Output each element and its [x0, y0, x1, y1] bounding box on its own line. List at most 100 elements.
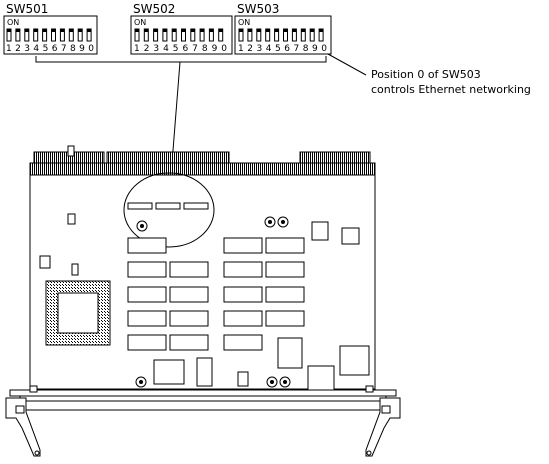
- switch-toggle-key-cap: [24, 29, 29, 32]
- switch-group: SW501 ON 1234567890 SW502 ON 1234567890 …: [3, 2, 332, 164]
- switch-toggle-key-cap: [265, 29, 270, 32]
- board-component: [277, 337, 303, 369]
- switch-keys: [134, 28, 224, 42]
- switch-toggle-key-cap: [274, 29, 279, 32]
- switch-title: SW503: [237, 2, 279, 16]
- switch-toggle-key-cap: [69, 29, 74, 32]
- right-ejector-handle: [365, 397, 401, 457]
- board-ic: [127, 310, 167, 327]
- switch-toggle-key-cap: [301, 29, 306, 32]
- switch-toggle-key-cap: [153, 29, 158, 32]
- board-screw-icon: [283, 380, 287, 384]
- switch-toggle-key-cap: [15, 29, 20, 32]
- switch-location-circle: [123, 172, 215, 248]
- switch-toggle-key-cap: [319, 29, 324, 32]
- front-panel: [5, 385, 401, 457]
- switch-title: SW501: [6, 2, 48, 16]
- board-switch-sw502: [155, 202, 181, 210]
- front-panel-rail: [19, 395, 387, 402]
- board-connector: [299, 151, 371, 165]
- board-ic: [169, 261, 209, 278]
- board-component: [196, 357, 213, 387]
- board-cpu-chip-core: [57, 292, 99, 334]
- board-screw-icon: [139, 380, 143, 384]
- switch-toggle-key-cap: [292, 29, 297, 32]
- front-panel-bar: [13, 400, 393, 411]
- switch-sw502: SW502 ON 1234567890: [130, 2, 233, 55]
- left-ejector-notch: [15, 405, 25, 414]
- board-component: [39, 255, 51, 269]
- switch-toggle-key-cap: [60, 29, 65, 32]
- callout-line-2: controls Ethernet networking: [371, 83, 531, 96]
- switch-on-label: ON: [7, 18, 19, 27]
- board-ic: [265, 261, 305, 278]
- switch-toggle-key-cap: [162, 29, 167, 32]
- switch-toggle-key-cap: [7, 29, 11, 32]
- switch-toggle-key-cap: [51, 29, 56, 32]
- left-ejector-handle: [5, 397, 41, 457]
- board-component: [237, 371, 249, 387]
- board-ic: [169, 286, 209, 303]
- callout-leader-line: [327, 53, 367, 76]
- switch-toggle-key-cap: [256, 29, 261, 32]
- right-ejector-pivot: [366, 450, 372, 456]
- board-ic: [127, 237, 167, 254]
- switch-sw501: SW501 ON 1234567890: [3, 2, 98, 55]
- switch-toggle-key-cap: [247, 29, 252, 32]
- front-panel-rail: [9, 389, 397, 397]
- switch-on-label: ON: [238, 18, 250, 27]
- board-ic: [223, 286, 263, 303]
- board-screw-icon: [140, 224, 144, 228]
- board-screw-icon: [281, 220, 285, 224]
- switch-toggle-key-cap: [181, 29, 186, 32]
- board-component: [339, 345, 370, 376]
- switch-toggle-key-cap: [135, 29, 139, 32]
- switch-toggle-key-cap: [42, 29, 47, 32]
- board-switch-sw503: [183, 202, 209, 210]
- board-component: [307, 365, 335, 391]
- switch-keys: [6, 28, 92, 42]
- front-panel-screw: [365, 385, 374, 393]
- board-connector-latch: [67, 145, 75, 157]
- board-screw-icon: [268, 220, 272, 224]
- board-ic: [127, 261, 167, 278]
- board-ic: [265, 310, 305, 327]
- switch-sw503: SW503 ON 1234567890: [234, 2, 332, 55]
- switch-toggle-key-cap: [218, 29, 223, 32]
- board-component: [311, 221, 329, 241]
- switch-toggle-key-cap: [33, 29, 38, 32]
- board-component: [153, 359, 185, 385]
- cpu-board: [29, 145, 376, 391]
- right-ejector-notch: [381, 405, 391, 414]
- switch-toggle-key-cap: [239, 29, 243, 32]
- board-ic: [127, 286, 167, 303]
- board-connector: [106, 151, 230, 165]
- left-ejector-pivot: [34, 450, 40, 456]
- board-ic: [223, 261, 263, 278]
- switch-toggle-key-cap: [310, 29, 315, 32]
- board-edge-connector-strip: [29, 162, 376, 176]
- switch-toggle-key-cap: [190, 29, 195, 32]
- callout-line-1: Position 0 of SW503: [371, 68, 481, 81]
- front-panel-screw: [29, 385, 38, 393]
- board-ic: [265, 237, 305, 254]
- board-ic: [169, 310, 209, 327]
- board-ic: [223, 310, 263, 327]
- board-ic: [127, 334, 167, 351]
- switch-keys: [238, 28, 324, 42]
- board-ic: [265, 286, 305, 303]
- board-component: [67, 213, 76, 225]
- board-screw-icon: [270, 380, 274, 384]
- board-ic: [223, 237, 263, 254]
- switch-group-bracket: [35, 56, 327, 63]
- board-component: [341, 227, 360, 245]
- board-ic: [169, 334, 209, 351]
- switch-title: SW502: [133, 2, 175, 16]
- ethernet-callout: Position 0 of SW503 controls Ethernet ne…: [327, 53, 531, 96]
- board-component: [71, 263, 79, 276]
- switch-toggle-key-cap: [87, 29, 92, 32]
- switch-toggle-key-cap: [200, 29, 205, 32]
- board-switch-sw501: [127, 202, 153, 210]
